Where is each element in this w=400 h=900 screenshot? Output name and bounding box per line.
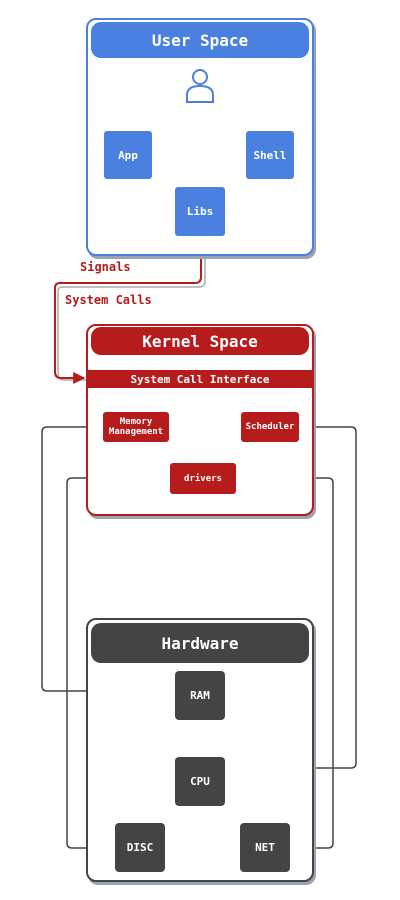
net-node[interactable]: NET — [240, 823, 290, 872]
hardware-title: Hardware — [91, 623, 309, 663]
shell-node[interactable]: Shell — [246, 131, 294, 179]
scheduler-node[interactable]: Scheduler — [241, 412, 299, 442]
user-space-title: User Space — [91, 22, 309, 58]
memory-label-line2: Management — [108, 427, 164, 437]
cpu-node[interactable]: CPU — [175, 757, 225, 806]
signals-label: Signals — [80, 260, 131, 274]
system-calls-label: System Calls — [65, 293, 152, 307]
drivers-node[interactable]: drivers — [170, 463, 236, 494]
ram-node[interactable]: RAM — [175, 671, 225, 720]
libs-node[interactable]: Libs — [175, 187, 225, 236]
app-node[interactable]: App — [104, 131, 152, 179]
system-call-interface: System Call Interface — [86, 370, 314, 388]
kernel-space-title: Kernel Space — [91, 327, 309, 355]
disc-node[interactable]: DISC — [115, 823, 165, 872]
memory-management-node[interactable]: Memory Management — [103, 412, 169, 442]
user-icon — [186, 69, 214, 103]
memory-label-line1: Memory — [119, 417, 153, 427]
